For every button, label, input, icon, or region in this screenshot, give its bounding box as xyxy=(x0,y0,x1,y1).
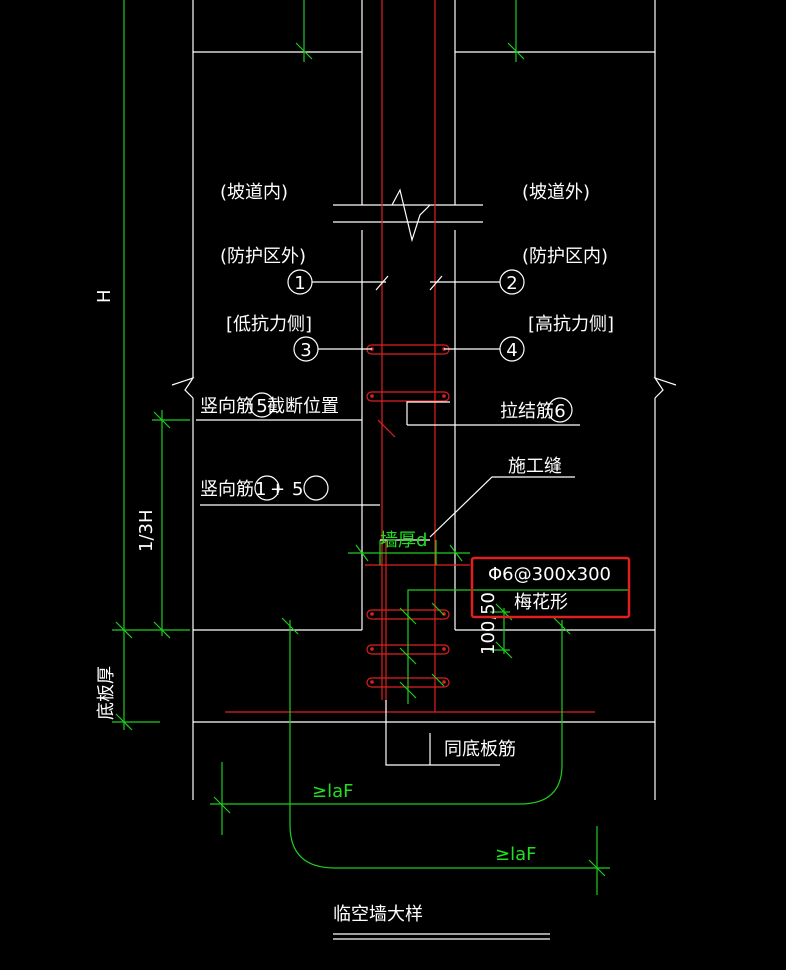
label-vertical-bar: 竖向筋 xyxy=(200,479,254,500)
label-dim-h3: 1/3H xyxy=(136,509,157,552)
label-vertical-bar-cutoff: 竖向筋 xyxy=(200,396,254,417)
dimensions xyxy=(112,0,630,895)
label-dim-base: 底板厚 xyxy=(96,666,117,720)
marker-1b: 1 xyxy=(255,479,266,500)
label-low-resist: [低抗力侧] xyxy=(226,314,312,335)
label-outside-slope: (坡道外) xyxy=(522,182,590,203)
marker-3: 3 xyxy=(300,340,311,361)
drawing-title: 临空墙大样 xyxy=(333,904,423,925)
labels: (坡道内) (坡道外) (防护区外) (防护区内) [低抗力侧] [高抗力侧] … xyxy=(94,182,614,925)
label-same-as-base: 同底板筋 xyxy=(444,739,516,760)
label-wall-thickness: 墙厚d xyxy=(380,530,427,551)
label-cutoff-position: 截断位置 xyxy=(267,396,339,417)
marker-plus: + xyxy=(270,479,285,500)
label-inside-protection: (防护区内) xyxy=(522,246,608,267)
marker-2: 2 xyxy=(506,273,517,294)
label-construction-joint: 施工缝 xyxy=(508,456,562,477)
label-tie-pattern: 梅花形 xyxy=(514,592,568,613)
label-dim-h: H xyxy=(94,289,115,303)
label-dim-100-50: 100,50 xyxy=(478,592,499,655)
label-outside-protection: (防护区外) xyxy=(220,246,306,267)
label-la-f-2: ≥laF xyxy=(495,844,536,865)
highlight-box xyxy=(470,556,631,619)
marker-5b: 5 xyxy=(292,479,303,500)
label-inside-slope: (坡道内) xyxy=(220,182,288,203)
wall-outline xyxy=(171,0,677,800)
label-tie-bar: 拉结筋 xyxy=(500,401,554,422)
marker-5a: 5 xyxy=(256,396,267,417)
marker-6: 6 xyxy=(554,401,565,422)
markers: 1 2 3 4 5 6 1 + 5 xyxy=(249,269,573,501)
label-tie-spec: Φ6@300x300 xyxy=(488,564,611,585)
label-la-f-1: ≥laF xyxy=(312,781,353,802)
label-high-resist: [高抗力侧] xyxy=(528,314,614,335)
marker-4: 4 xyxy=(506,340,517,361)
leader-lines xyxy=(196,275,580,766)
marker-1: 1 xyxy=(294,273,305,294)
